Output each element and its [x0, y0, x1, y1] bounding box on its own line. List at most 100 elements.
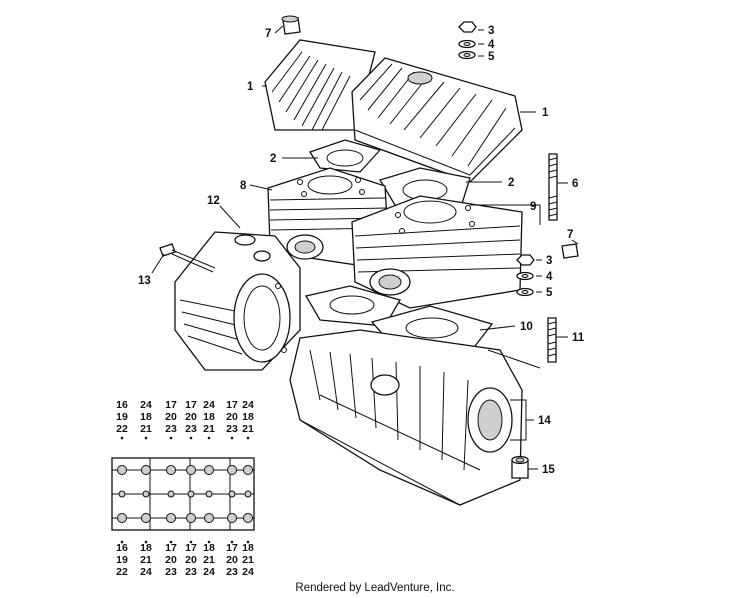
callout-4-top: 4 [488, 39, 495, 51]
bolt-label-top-1-1: 18 [140, 411, 152, 423]
callout-labels: 1 1 7 3 4 5 2 2 8 9 6 12 13 7 3 4 5 10 1… [138, 25, 585, 476]
bolt-label-top-5-1: 20 [226, 411, 238, 423]
bolt-label-top-6-1: 18 [242, 411, 254, 423]
housing-bolt[interactable] [159, 243, 216, 273]
bolt-marker-top-2 [169, 436, 173, 440]
bolt-hole-4-1 [205, 490, 213, 498]
stud-lower[interactable] [547, 317, 557, 363]
bolt-labels-top: 1619222418211720231720232418211720232418… [116, 399, 254, 440]
bolt-hole-3-2 [186, 513, 196, 523]
bolt-marker-top-0 [120, 436, 124, 440]
bolt-label-top-0-2: 22 [116, 423, 128, 435]
callout-1-right: 1 [542, 107, 549, 119]
plug-cap-right[interactable] [561, 243, 579, 259]
bolt-label-top-6-0: 24 [242, 399, 254, 411]
bolt-label-top-5-2: 23 [226, 423, 238, 435]
bolt-marker-top-1 [144, 436, 148, 440]
bushing[interactable] [511, 455, 529, 479]
bolt-label-bottom-0-2: 22 [116, 566, 128, 578]
bolt-marker-top-6 [246, 436, 250, 440]
footer-credit: Rendered by LeadVenture, Inc. [295, 582, 454, 594]
bolt-hole-1-2 [141, 513, 151, 523]
bolt-circles [117, 465, 253, 523]
nut-washer-stack-top[interactable] [458, 21, 477, 60]
bolt-label-bottom-4-1: 21 [203, 554, 215, 566]
bolt-hole-2-1 [167, 490, 175, 498]
bolt-label-top-1-0: 24 [140, 399, 152, 411]
bolt-marker-bottom-5 [230, 540, 234, 544]
crankcase[interactable] [289, 329, 523, 506]
bolt-label-top-5-0: 17 [226, 399, 238, 411]
bolt-label-bottom-4-0: 18 [203, 542, 215, 554]
bolt-labels-bottom: 1619221821241720231720231821241720231821… [116, 540, 254, 578]
bolt-hole-6-2 [243, 513, 253, 523]
nut-washer-stack-right[interactable] [516, 254, 535, 297]
bolt-label-bottom-0-0: 16 [116, 542, 128, 554]
callout-6: 6 [572, 178, 578, 190]
callout-11: 11 [572, 332, 585, 344]
bolt-label-bottom-0-1: 19 [116, 554, 128, 566]
bolt-marker-bottom-6 [246, 540, 250, 544]
bolt-label-top-6-2: 21 [242, 423, 254, 435]
bolt-label-bottom-1-0: 18 [140, 542, 152, 554]
bolt-hole-1-1 [142, 490, 150, 498]
callout-3-top: 3 [488, 25, 494, 37]
bolt-label-top-1-2: 21 [140, 423, 152, 435]
callout-7-right: 7 [567, 229, 573, 241]
bolt-hole-0-0 [117, 465, 127, 475]
callout-2-left: 2 [270, 153, 276, 165]
bolt-hole-5-1 [228, 490, 236, 498]
bolt-hole-6-0 [243, 465, 253, 475]
bolt-label-bottom-3-1: 20 [185, 554, 197, 566]
callout-2-right: 2 [508, 177, 514, 189]
callout-9: 9 [530, 201, 536, 213]
bolt-marker-bottom-0 [120, 540, 124, 544]
bolt-hole-2-2 [166, 513, 176, 523]
bolt-hole-0-1 [118, 490, 126, 498]
callout-1-left: 1 [247, 81, 254, 93]
bolt-label-top-3-0: 17 [185, 399, 197, 411]
plug-cap-top[interactable] [281, 15, 301, 35]
stud-upper[interactable] [548, 153, 558, 221]
bolt-marker-top-5 [230, 436, 234, 440]
callout-8: 8 [240, 180, 247, 192]
bolt-label-bottom-6-0: 18 [242, 542, 254, 554]
bolt-label-bottom-1-2: 24 [140, 566, 152, 578]
bolt-hole-2-0 [166, 465, 176, 475]
callout-15: 15 [542, 464, 555, 476]
callout-4-right: 4 [546, 271, 553, 283]
bolt-label-bottom-3-0: 17 [185, 542, 197, 554]
bolt-hole-5-2 [227, 513, 237, 523]
bolt-label-top-3-1: 20 [185, 411, 197, 423]
bolt-marker-top-3 [189, 436, 193, 440]
bolt-label-bottom-5-2: 23 [226, 566, 238, 578]
callout-5-right: 5 [546, 287, 553, 299]
bolt-label-bottom-2-0: 17 [165, 542, 177, 554]
bolt-label-top-4-2: 21 [203, 423, 215, 435]
fan-housing[interactable] [174, 231, 301, 371]
bolt-label-bottom-4-2: 24 [203, 566, 215, 578]
bolt-label-top-2-2: 23 [165, 423, 177, 435]
callout-3-right: 3 [546, 255, 552, 267]
bolt-label-bottom-2-1: 20 [165, 554, 177, 566]
bolt-label-bottom-6-1: 21 [242, 554, 254, 566]
head-gasket-left[interactable] [309, 139, 382, 173]
bolt-label-bottom-5-0: 17 [226, 542, 238, 554]
callout-10: 10 [520, 321, 533, 333]
bolt-hole-5-0 [227, 465, 237, 475]
bolt-hole-4-0 [204, 465, 214, 475]
cylinder-head[interactable] [264, 39, 523, 183]
bolt-label-top-0-1: 19 [116, 411, 128, 423]
bolt-label-bottom-2-2: 23 [165, 566, 177, 578]
bolt-label-bottom-6-2: 24 [242, 566, 254, 578]
bolt-hole-3-0 [186, 465, 196, 475]
bolt-hole-0-2 [117, 513, 127, 523]
bolt-label-top-2-1: 20 [165, 411, 177, 423]
bolt-label-top-0-0: 16 [116, 399, 128, 411]
bolt-hole-1-0 [141, 465, 151, 475]
callout-13: 13 [138, 275, 151, 287]
bolt-label-bottom-3-2: 23 [185, 566, 197, 578]
cylinder-right[interactable] [351, 195, 523, 309]
bolt-marker-top-4 [207, 436, 211, 440]
base-gasket-left[interactable] [304, 285, 401, 327]
